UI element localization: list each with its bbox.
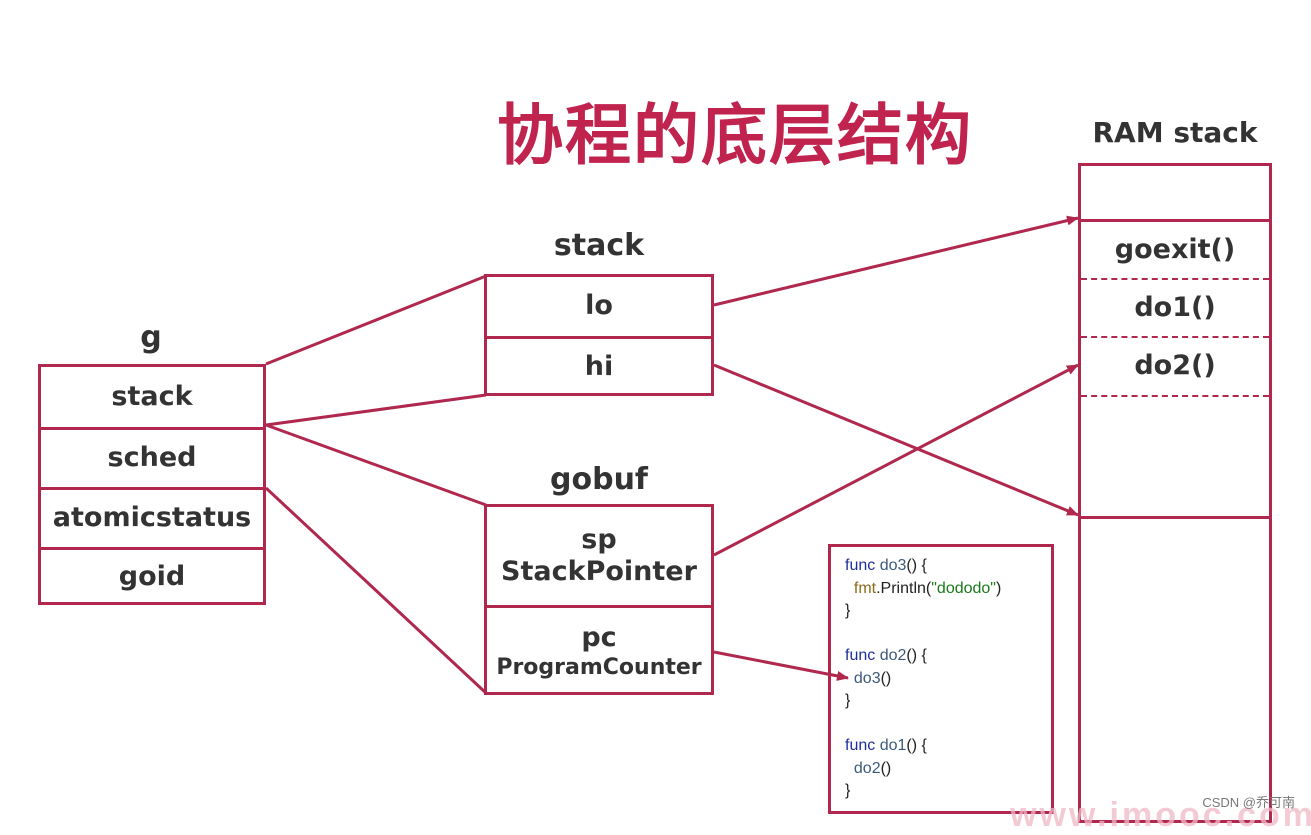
- ram-stack-label: RAM stack: [1092, 116, 1258, 149]
- line-g-stack-to-stack-top: [265, 274, 487, 366]
- code-line: }: [845, 600, 1051, 623]
- code-token: }: [845, 692, 851, 709]
- code-token: func: [845, 737, 876, 754]
- gobuf-sp-full: StackPointer: [501, 556, 697, 587]
- gobuf-field-pc: pc ProgramCounter: [487, 605, 711, 695]
- code-line: do2(): [845, 758, 1051, 781]
- code-token: .Println(: [876, 579, 932, 597]
- g-label: g: [140, 320, 162, 355]
- line-g-sched-to-gobuf-top: [265, 423, 487, 507]
- code-line: func do1() {: [845, 735, 1051, 758]
- code-token: () {: [906, 557, 927, 574]
- ram-frame-goexit: goexit(): [1081, 219, 1269, 278]
- code-line: fmt.Println("dododo"): [845, 578, 1051, 601]
- g-field-atomicstatus: atomicstatus: [41, 487, 263, 547]
- connector-lines: [264, 215, 1079, 695]
- code-line: func do2() {: [845, 645, 1051, 668]
- code-token: do2: [875, 647, 907, 664]
- code-token: (): [880, 759, 892, 777]
- code-token: (): [880, 669, 892, 687]
- diagram-title: 协程的底层结构: [497, 97, 973, 174]
- g-field-sched: sched: [41, 427, 263, 487]
- code-line: func do3() {: [845, 555, 1051, 578]
- gobuf-struct-box: sp StackPointer pc ProgramCounter: [484, 504, 714, 695]
- gobuf-pc-full: ProgramCounter: [496, 654, 702, 680]
- code-token: ): [995, 579, 1002, 597]
- ram-stack-box: goexit() do1() do2(): [1078, 163, 1272, 823]
- line-g-sched-to-gobuf-bottom: [264, 486, 488, 695]
- g-struct-box: stack sched atomicstatus goid: [38, 364, 266, 605]
- gobuf-field-sp: sp StackPointer: [487, 507, 711, 605]
- code-line: }: [845, 780, 1051, 803]
- arrow-lo-to-ram-top: [713, 215, 1079, 307]
- g-field-stack: stack: [111, 380, 193, 412]
- gobuf-sp-name: sp: [581, 523, 617, 555]
- stack-struct-box: lo hi: [484, 274, 714, 396]
- ram-frame-free: [1081, 395, 1269, 516]
- code-token: fmt: [853, 579, 877, 597]
- code-token: do3: [875, 557, 907, 574]
- ram-frame-do2: do2(): [1081, 336, 1269, 395]
- code-line: }: [845, 690, 1051, 713]
- gobuf-pc-name: pc: [581, 622, 617, 654]
- code-token: func: [845, 647, 876, 664]
- code-token: do2: [853, 759, 881, 777]
- code-token: () {: [906, 737, 927, 754]
- line-g-stack-to-stack-bottom: [265, 393, 487, 427]
- arrow-pc-to-do3-call: [713, 650, 849, 681]
- code-token: "dododo": [931, 579, 996, 597]
- ram-frame-do1: do1(): [1081, 278, 1269, 336]
- arrow-hi-to-ram-bottom: [713, 363, 1079, 517]
- stack-field-lo: lo: [585, 290, 613, 322]
- code-token: () {: [906, 647, 927, 664]
- ram-frame-below: [1081, 516, 1269, 823]
- code-token: }: [845, 782, 851, 799]
- csdn-watermark: CSDN @乔可南: [1202, 795, 1295, 810]
- stack-field-hi: hi: [487, 336, 711, 396]
- code-token: }: [845, 602, 851, 619]
- code-line: do3(): [845, 668, 1051, 691]
- stack-struct-label: stack: [553, 228, 645, 263]
- code-token: func: [845, 557, 876, 574]
- code-token: do1: [875, 737, 907, 754]
- g-field-goid: goid: [41, 547, 263, 605]
- code-token: do3: [853, 669, 881, 687]
- gobuf-label: gobuf: [550, 462, 648, 497]
- code-snippet: func do3() { fmt.Println("dododo")} func…: [828, 544, 1054, 814]
- arrow-sp-to-do2: [713, 363, 1079, 557]
